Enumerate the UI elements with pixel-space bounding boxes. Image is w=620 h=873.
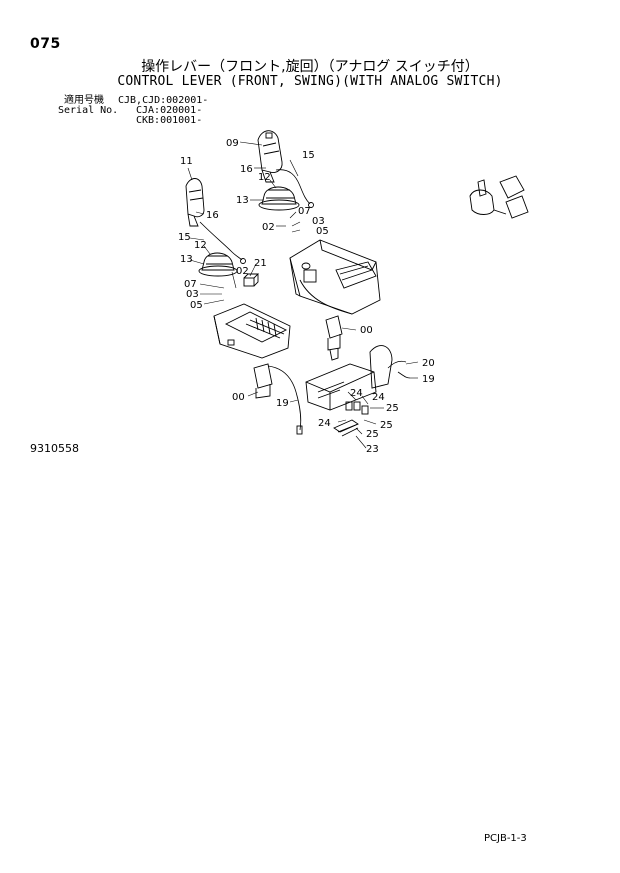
callout-24-a: 24 xyxy=(350,388,363,399)
detail-switch-assembly xyxy=(469,175,529,219)
harness-cable-20 xyxy=(387,360,407,369)
upper-lever-cable xyxy=(275,169,311,205)
title-japanese: 操作レバー（フロント,旋回）（アナログ スイッチ付） xyxy=(141,59,479,75)
callout-25-b: 25 xyxy=(380,420,393,431)
left-joystick-grip xyxy=(185,178,205,227)
callout-25-a: 25 xyxy=(386,403,399,414)
callout-16-left: 16 xyxy=(206,210,219,221)
callout-15-upper: 15 xyxy=(302,150,315,161)
title-english: CONTROL LEVER (FRONT, SWING)(WITH ANALOG… xyxy=(117,74,503,89)
serial-line-1: CJB,CJD:002001- xyxy=(118,95,209,106)
callout-02-left: 02 xyxy=(236,266,249,277)
callout-15-left: 15 xyxy=(178,232,191,243)
left-lever-cable xyxy=(199,221,243,261)
callout-24-c: 24 xyxy=(318,418,331,429)
callout-07-upper: 07 xyxy=(298,206,311,217)
left-console-housing xyxy=(213,303,291,359)
upper-lever-boot xyxy=(258,186,300,211)
serial-line-2: CJA:020001- xyxy=(136,105,203,116)
serial-line-3: CKB:001001- xyxy=(136,115,203,126)
right-console-housing xyxy=(289,239,381,315)
right-console-valve xyxy=(325,315,343,361)
lower-bracket-assembly xyxy=(305,345,393,411)
small-part-21 xyxy=(243,273,260,287)
callout-21: 21 xyxy=(254,258,267,269)
callout-13-left: 13 xyxy=(180,254,193,265)
callout-16-upper: 16 xyxy=(240,164,253,175)
footer-page-code: PCJB-1-3 xyxy=(484,833,527,844)
callout-19-left: 19 xyxy=(276,398,289,409)
callout-05-upper: 05 xyxy=(316,226,329,237)
serial-label-jp: 適用号機 xyxy=(64,95,104,106)
callout-13-upper: 13 xyxy=(236,195,249,206)
callout-02-upper: 02 xyxy=(262,222,275,233)
callout-03-left: 03 xyxy=(186,289,199,300)
callout-12-left: 12 xyxy=(194,240,207,251)
callout-05-left: 05 xyxy=(190,300,203,311)
leader-lines xyxy=(187,141,419,449)
valve-harness-19 xyxy=(267,365,302,431)
callout-25-c: 25 xyxy=(366,429,379,440)
callout-00-right: 00 xyxy=(360,325,373,336)
serial-label-en: Serial No. xyxy=(58,105,119,116)
figure-number: 9310558 xyxy=(30,442,79,455)
callout-11: 11 xyxy=(180,156,193,167)
callout-23: 23 xyxy=(366,444,379,455)
callout-24-b: 24 xyxy=(372,392,385,403)
callout-19-right: 19 xyxy=(422,374,435,385)
callout-07-left: 07 xyxy=(184,279,197,290)
callout-09: 09 xyxy=(226,138,239,149)
upper-joystick-grip xyxy=(257,130,283,183)
page-number: 075 xyxy=(30,36,61,52)
callout-20: 20 xyxy=(422,358,435,369)
callout-00-left: 00 xyxy=(232,392,245,403)
connector-cluster xyxy=(333,401,369,437)
left-console-valve xyxy=(253,363,273,399)
left-lever-boot xyxy=(198,252,238,277)
callout-03-upper: 03 xyxy=(312,216,325,227)
callout-12-upper: 12 xyxy=(258,172,271,183)
